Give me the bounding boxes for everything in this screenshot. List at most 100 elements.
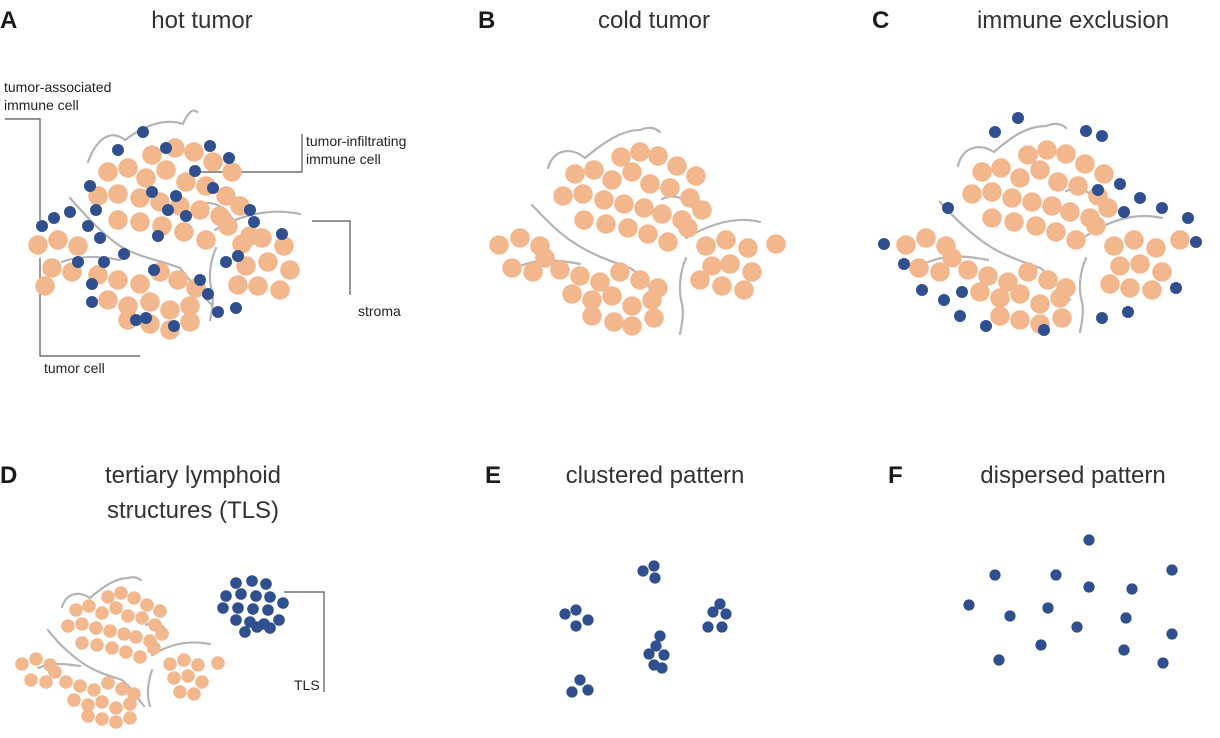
tumor-cell	[738, 238, 758, 258]
tumor-cell	[596, 214, 616, 234]
immune-cell	[168, 320, 180, 332]
tumor-cell	[640, 174, 660, 194]
immune-cell	[989, 569, 1001, 581]
tumor-cell	[184, 142, 204, 162]
tumor-cell	[118, 158, 138, 178]
tumor-cell	[108, 270, 128, 290]
tumor-cell	[218, 216, 238, 236]
immune-cell	[162, 204, 174, 216]
tumor-cell	[1002, 188, 1022, 208]
annotation-tumor-infiltrating: tumor-infiltrating immune cell	[200, 133, 406, 173]
tumor-cell	[135, 611, 149, 625]
tumor-cell	[978, 266, 998, 286]
tumor-cell	[1010, 168, 1030, 188]
tumor-cell	[972, 162, 992, 182]
immune-cell	[189, 165, 201, 177]
immune-cell	[1157, 657, 1169, 669]
tumor-cell	[602, 170, 622, 190]
immune-cell	[180, 210, 192, 222]
tumor-cell	[95, 712, 109, 726]
immune-cell	[1118, 206, 1130, 218]
tumor-cell	[622, 316, 642, 336]
tumor-cell	[930, 262, 950, 282]
tumor-cell	[98, 162, 118, 182]
tumor-cell	[582, 306, 602, 326]
tumor-cell	[990, 306, 1010, 326]
immune-cell	[94, 232, 106, 244]
tumor-cell	[648, 146, 668, 166]
immune-cell	[1012, 112, 1024, 124]
tumor-cell	[622, 162, 642, 182]
tumor-cell	[89, 621, 103, 635]
annotation-tls: TLS	[284, 591, 325, 693]
tumor-cell	[160, 300, 180, 320]
panel-d-tls-illustration	[15, 575, 289, 729]
immune-cell	[648, 560, 660, 572]
tumor-cell	[1068, 176, 1088, 196]
tumor-cell	[1100, 274, 1120, 294]
immune-cell	[212, 306, 224, 318]
panel-b-cold-tumor-illustration	[489, 126, 786, 336]
immune-cell	[140, 312, 152, 324]
tumor-cell	[574, 210, 594, 230]
tumor-cell	[177, 653, 191, 667]
tumor-cell	[696, 236, 716, 256]
immune-cell	[650, 640, 662, 652]
tumor-cell	[604, 312, 624, 332]
tumor-cell	[982, 208, 1002, 228]
immune-cell	[1166, 628, 1178, 640]
tumor-cell	[1086, 216, 1106, 236]
immune-cell	[707, 606, 719, 618]
panel-title-b: cold tumor	[598, 7, 710, 34]
panel-f-dispersed-pattern-illustration	[963, 534, 1178, 669]
immune-cell	[656, 662, 668, 674]
tumor-cell	[602, 286, 622, 306]
tumor-cell	[196, 230, 216, 250]
tumor-cell-group	[15, 586, 225, 729]
immune-cell	[146, 186, 158, 198]
tumor-cell	[121, 609, 135, 623]
panel-letter-d: D	[0, 462, 17, 489]
immune-cell	[916, 284, 928, 296]
immune-cell	[637, 565, 649, 577]
tumor-cell	[35, 276, 55, 296]
tumor-cell	[1004, 212, 1024, 232]
tumor-cell	[998, 272, 1018, 292]
immune-cell	[244, 204, 256, 216]
tumor-cell	[1124, 230, 1144, 250]
immune-cell	[194, 274, 206, 286]
tumor-cell	[535, 248, 555, 268]
leader-line-tls	[284, 591, 325, 692]
immune-cell-group	[878, 112, 1202, 336]
tumor-cell	[638, 224, 658, 244]
immune-cell	[230, 577, 242, 589]
tumor-cell	[630, 142, 650, 162]
immune-cell	[1083, 534, 1095, 546]
immune-cell	[86, 278, 98, 290]
panel-title-d-line-1: tertiary lymphoid	[105, 462, 281, 489]
tumor-cell	[140, 598, 154, 612]
immune-cell	[170, 190, 182, 202]
immune-cell	[898, 258, 910, 270]
tumor-cell	[590, 272, 610, 292]
tumor-cell	[630, 270, 650, 290]
tumor-cell	[1042, 196, 1062, 216]
immune-cell	[137, 126, 149, 138]
tumor-cell	[228, 275, 248, 295]
tumor-cell	[174, 222, 194, 242]
annotation-tumor-associated: tumor-associated immune cell	[4, 79, 111, 220]
tumor-cell	[176, 172, 196, 192]
tumor-cell	[61, 619, 75, 633]
tumor-cell	[1170, 230, 1190, 250]
immune-cell	[654, 630, 666, 642]
tumor-cell	[140, 292, 160, 312]
immune-cell	[232, 602, 244, 614]
tumor-cell	[130, 212, 150, 232]
immune-cell	[878, 238, 890, 250]
tumor-cell	[165, 138, 185, 158]
tumor-cell	[660, 178, 680, 198]
immune-cell	[1182, 212, 1194, 224]
tumor-cell	[258, 252, 278, 272]
immune-cell	[130, 314, 142, 326]
tumor-cell	[742, 262, 762, 282]
